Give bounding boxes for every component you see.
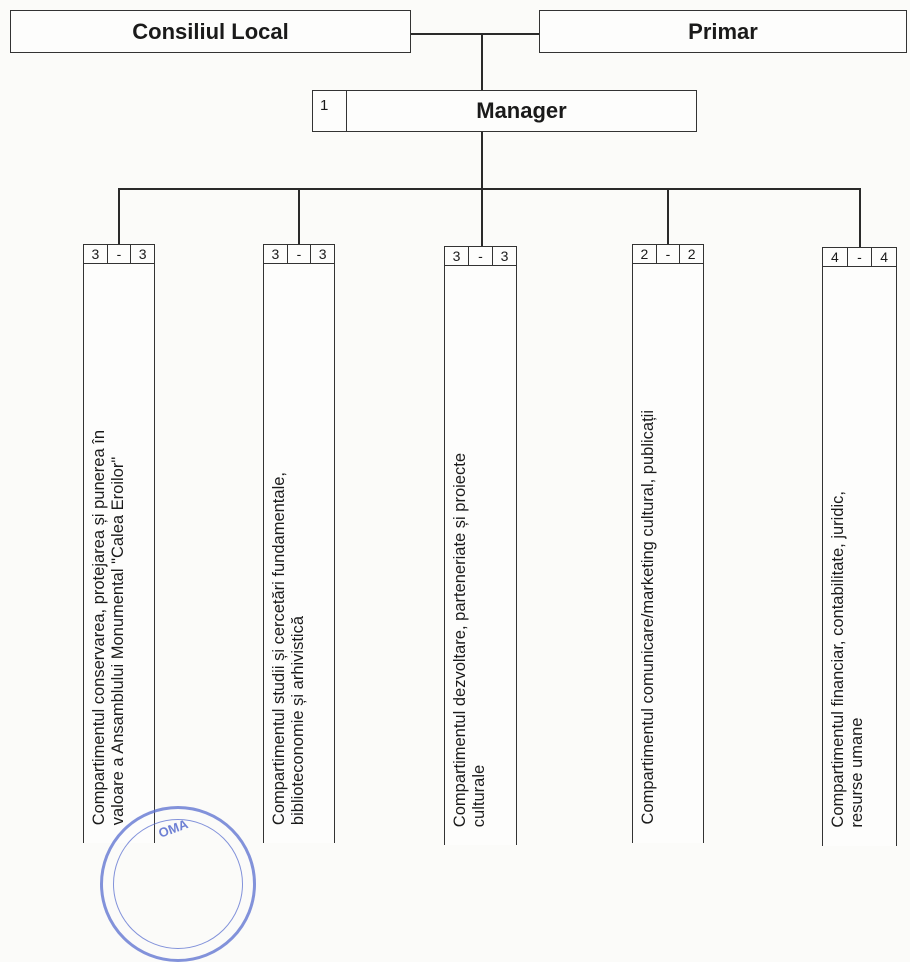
stamp-inner-ring	[113, 819, 243, 949]
council-box: Consiliul Local	[10, 10, 411, 53]
connector-dept-3	[481, 188, 483, 246]
dept-3-count-end: 3	[492, 247, 516, 265]
mayor-label: Primar	[688, 18, 758, 44]
dept-5-box: Compartimentul financiar, contabilitate,…	[822, 266, 897, 846]
dept-1-line-1: Compartimentul conservarea, protejarea ș…	[90, 429, 108, 825]
dept-4-count-end: 2	[679, 245, 703, 263]
dept-5-label: Compartimentul financiar, contabilitate,…	[829, 491, 867, 828]
connector-top-to-manager	[481, 33, 483, 91]
official-stamp: OMA	[100, 806, 256, 962]
dept-1-count-start: 3	[91, 246, 100, 262]
dept-5-counts: 4 - 4	[822, 247, 897, 267]
dept-1-line-2: valoare a Ansamblului Monumental "Calea …	[109, 456, 127, 826]
dept-4-label: Compartimentul comunicare/marketing cult…	[639, 410, 658, 825]
dept-2-box: Compartimentul studii și cercetări funda…	[263, 263, 335, 843]
dept-3-counts: 3 - 3	[444, 246, 517, 266]
dept-2-count-sep: -	[286, 245, 311, 263]
dept-1-box: Compartimentul conservarea, protejarea ș…	[83, 263, 155, 843]
dept-2-count-end: 3	[310, 245, 334, 263]
dept-4-line-1: Compartimentul comunicare/marketing cult…	[639, 410, 657, 825]
manager-label: Manager	[476, 98, 567, 123]
dept-2-counts: 3 - 3	[263, 244, 335, 264]
dept-4-box: Compartimentul comunicare/marketing cult…	[632, 263, 704, 843]
connector-dept-2	[298, 188, 300, 244]
dept-5-line-1: Compartimentul financiar, contabilitate,…	[829, 491, 847, 828]
dept-2-label: Compartimentul studii și cercetări funda…	[270, 472, 308, 825]
dept-5-count-sep: -	[846, 248, 872, 266]
dept-1-count-end: 3	[130, 245, 154, 263]
manager-box: 1 Manager	[312, 90, 697, 132]
dept-5-line-2: resurse umane	[848, 717, 866, 828]
mayor-box: Primar	[539, 10, 907, 53]
connector-dept-4	[667, 188, 669, 244]
dept-4-count-sep: -	[655, 245, 680, 263]
dept-4-count-start: 2	[640, 246, 649, 262]
dept-5-count-end: 4	[871, 248, 896, 266]
connector-council-mayor	[410, 33, 540, 35]
manager-number: 1	[313, 91, 347, 131]
dept-5-count-start: 4	[830, 249, 839, 265]
dept-3-count-start: 3	[452, 248, 461, 264]
connector-horizontal-trunk	[118, 188, 860, 190]
dept-2-count-start: 3	[271, 246, 280, 262]
dept-2-line-2: biblioteconomie și arhivistică	[289, 615, 307, 825]
dept-1-label: Compartimentul conservarea, protejarea ș…	[90, 430, 128, 825]
dept-3-label: Compartimentul dezvoltare, parteneriate …	[451, 453, 489, 827]
dept-3-line-1: Compartimentul dezvoltare, parteneriate …	[451, 452, 469, 827]
dept-3-count-sep: -	[468, 247, 492, 265]
connector-dept-5	[859, 188, 861, 247]
council-label: Consiliul Local	[132, 18, 289, 44]
dept-4-counts: 2 - 2	[632, 244, 704, 264]
dept-1-counts: 3 - 3	[83, 244, 155, 264]
connector-manager-to-trunk	[481, 131, 483, 189]
dept-1-count-sep: -	[106, 245, 131, 263]
dept-3-line-2: culturale	[470, 764, 488, 827]
dept-2-line-1: Compartimentul studii și cercetări funda…	[270, 471, 288, 825]
connector-dept-1	[118, 188, 120, 244]
dept-3-box: Compartimentul dezvoltare, parteneriate …	[444, 265, 517, 845]
